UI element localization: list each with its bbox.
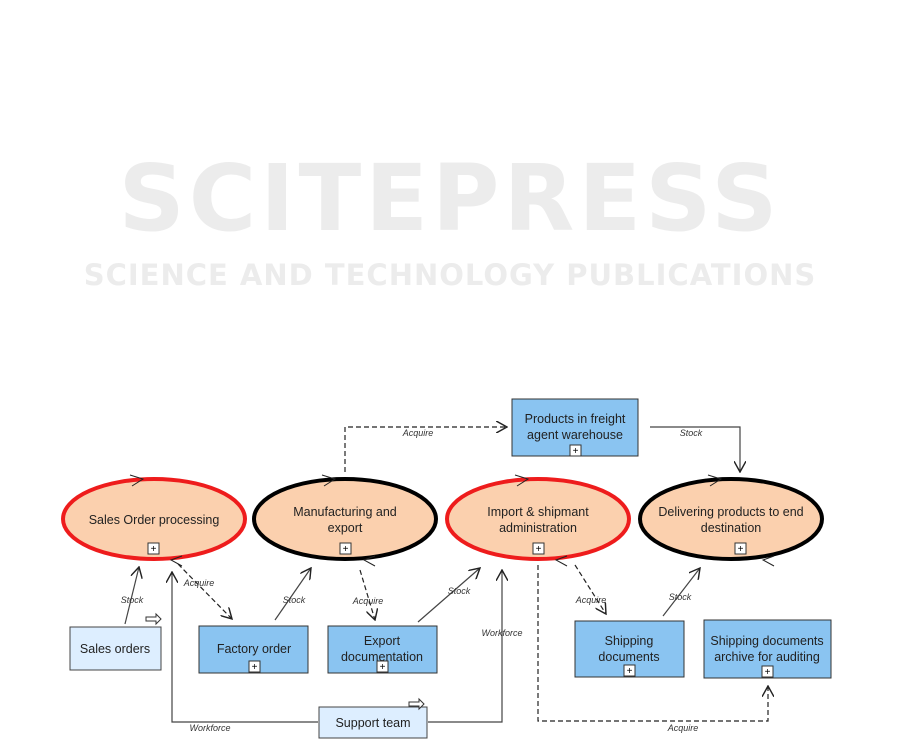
- edge-label-stock: Stock: [448, 586, 471, 596]
- expand-icon[interactable]: +: [248, 660, 261, 673]
- expand-icon[interactable]: +: [623, 664, 636, 677]
- external-support-team[interactable]: Support team: [318, 697, 428, 739]
- edge-acquire-freight: [344, 427, 507, 472]
- svg-text:+: +: [536, 544, 542, 555]
- edge-label-stock: Stock: [680, 428, 703, 438]
- edge-acquire-archive: [537, 565, 768, 722]
- flow-chevrons: [129, 474, 775, 567]
- edge-stock-shipping-docs: [662, 568, 700, 617]
- expand-icon[interactable]: +: [339, 542, 352, 555]
- process-label: administration: [499, 521, 577, 535]
- process-label: Manufacturing and: [293, 505, 397, 519]
- resource-shipping-archive[interactable]: Shipping documents archive for auditing: [703, 619, 832, 679]
- expand-icon[interactable]: +: [761, 665, 774, 678]
- svg-text:+: +: [252, 662, 258, 673]
- arrow-icon: [145, 612, 162, 626]
- edge-label-stock: Stock: [669, 592, 692, 602]
- edge-stock-export-doc: [417, 568, 480, 623]
- svg-text:+: +: [573, 446, 579, 457]
- process-label: Sales Order processing: [89, 513, 220, 527]
- edge-label-workforce: Workforce: [481, 628, 522, 638]
- svg-text:+: +: [765, 667, 771, 678]
- resource-label: agent warehouse: [527, 428, 623, 442]
- arrow-icon: [408, 697, 425, 711]
- external-sales-orders[interactable]: Sales orders: [69, 612, 162, 671]
- resource-label: Factory order: [217, 642, 291, 656]
- expand-icon[interactable]: +: [147, 542, 160, 555]
- edge-acquire-export-doc: [359, 569, 375, 620]
- resource-label: Sales orders: [80, 642, 150, 656]
- svg-text:+: +: [151, 544, 157, 555]
- svg-text:+: +: [343, 544, 349, 555]
- watermark: SCITEPRESS SCIENCE AND TECHNOLOGY PUBLIC…: [84, 145, 817, 292]
- watermark-title: SCITEPRESS: [118, 145, 781, 252]
- resource-freight-warehouse[interactable]: Products in freight agent warehouse: [511, 398, 639, 457]
- edge-label-acquire: Acquire: [402, 428, 434, 438]
- process-label: Import & shipmant: [487, 505, 589, 519]
- edge-label-acquire: Acquire: [667, 723, 699, 733]
- watermark-subtitle: SCIENCE AND TECHNOLOGY PUBLICATIONS: [84, 258, 817, 292]
- edge-label-stock: Stock: [121, 595, 144, 605]
- process-sales-order[interactable]: Sales Order processing: [61, 477, 247, 561]
- resource-label: archive for auditing: [714, 650, 820, 664]
- resource-label: Shipping: [605, 634, 654, 648]
- expand-buttons: + + + + + + + + +: [147, 444, 774, 678]
- svg-text:+: +: [738, 544, 744, 555]
- process-label: export: [328, 521, 363, 535]
- edge-stock-freight: [650, 426, 740, 472]
- resource-label: Support team: [335, 716, 410, 730]
- expand-icon[interactable]: +: [532, 542, 545, 555]
- edge-acquire-factory-order: [177, 563, 232, 619]
- process-delivering[interactable]: Delivering products to end destination: [638, 477, 824, 561]
- svg-text:+: +: [627, 666, 633, 677]
- resource-label: documentation: [341, 650, 423, 664]
- edge-workforce-sales: [172, 572, 318, 723]
- edge-label-acquire: Acquire: [575, 595, 607, 605]
- process-import-shipment[interactable]: Import & shipmant administration: [445, 477, 631, 561]
- svg-text:+: +: [380, 662, 386, 673]
- edge-label-acquire: Acquire: [352, 596, 384, 606]
- resource-label: Shipping documents: [710, 634, 823, 648]
- edge-label-acquire: Acquire: [183, 578, 215, 588]
- expand-icon[interactable]: +: [569, 444, 582, 457]
- edge-workforce-import: [428, 570, 502, 723]
- process-manufacturing[interactable]: Manufacturing and export: [252, 477, 438, 561]
- edge-label-workforce: Workforce: [189, 723, 230, 733]
- edge-stock-factory-order: [274, 568, 311, 621]
- edge-label-stock: Stock: [283, 595, 306, 605]
- resource-label: Products in freight: [525, 412, 626, 426]
- expand-icon[interactable]: +: [734, 542, 747, 555]
- edge-acquire-shipping-docs: [574, 564, 606, 614]
- edge-stock-sales-orders: [124, 567, 139, 625]
- resource-label: Export: [364, 634, 401, 648]
- edges: Stock Acquire Workforce Workforce Stock …: [121, 427, 768, 733]
- process-label: Delivering products to end: [658, 505, 803, 519]
- resource-label: documents: [598, 650, 659, 664]
- process-label: destination: [701, 521, 762, 535]
- expand-icon[interactable]: +: [376, 660, 389, 673]
